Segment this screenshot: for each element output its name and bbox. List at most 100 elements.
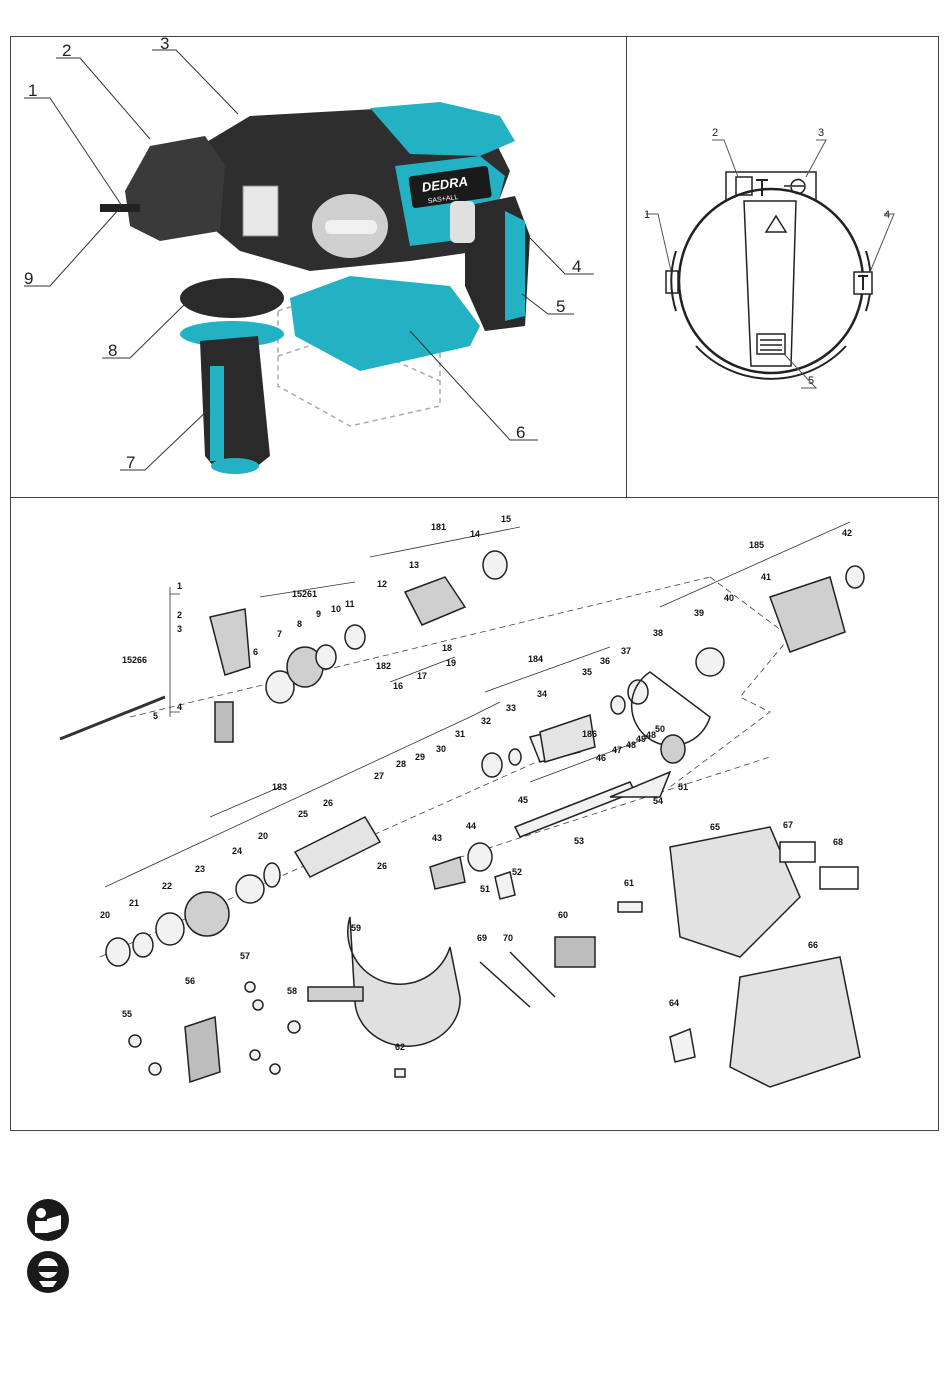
part-number: 18 xyxy=(442,643,452,653)
chuck xyxy=(125,136,225,241)
part-number: 37 xyxy=(621,646,631,656)
part-number: 185 xyxy=(749,540,764,550)
part-number: 50 xyxy=(655,724,665,734)
part-number: 13 xyxy=(409,560,419,570)
part-number: 182 xyxy=(376,661,391,671)
trigger xyxy=(450,201,475,243)
part-number: 186 xyxy=(582,729,597,739)
battery-mount xyxy=(290,276,480,371)
part-number: 26 xyxy=(377,861,387,871)
part-number: 53 xyxy=(574,836,584,846)
part-number: 68 xyxy=(833,837,843,847)
grip-lines-icon xyxy=(757,334,785,354)
part-number: 8 xyxy=(297,619,302,629)
part-number: 184 xyxy=(528,654,543,664)
part-number: 3 xyxy=(177,624,182,634)
part-number: 40 xyxy=(724,593,734,603)
part-number: 64 xyxy=(669,998,679,1008)
part-number: 59 xyxy=(351,923,361,933)
part-number: 6 xyxy=(253,647,258,657)
part-number: 21 xyxy=(129,898,139,908)
part-number: 61 xyxy=(624,878,634,888)
callout-9: 9 xyxy=(24,269,33,288)
callout-4: 4 xyxy=(572,257,581,276)
callout-1: 1 xyxy=(28,81,37,100)
part-number: 20 xyxy=(100,910,110,920)
part-number: 49 xyxy=(636,734,646,744)
part-number: 22 xyxy=(162,881,172,891)
callout-3: 3 xyxy=(160,36,169,53)
selector-callout-5: 5 xyxy=(808,375,814,387)
depth-gauge-clamp xyxy=(243,186,278,236)
part-number: 29 xyxy=(415,752,425,762)
part-number: 58 xyxy=(287,986,297,996)
part-number: 5 xyxy=(153,711,158,721)
callout-6: 6 xyxy=(516,423,525,442)
read-manual-icon xyxy=(27,1199,69,1241)
side-handle-stripe xyxy=(210,366,224,461)
part-number: 11 xyxy=(345,599,355,609)
part-number: 60 xyxy=(558,910,568,920)
knob-grip xyxy=(325,220,377,234)
part-number: 35 xyxy=(582,667,592,677)
side-handle-end xyxy=(211,458,259,474)
selector-callout-3: 3 xyxy=(818,127,824,139)
callout-7: 7 xyxy=(126,453,135,472)
part-number: 47 xyxy=(612,745,622,755)
part-number: 12 xyxy=(377,579,387,589)
handle-accent xyxy=(505,211,525,321)
part-number: 2 xyxy=(177,610,182,620)
part-number: 66 xyxy=(808,940,818,950)
eye-protection-icon xyxy=(27,1251,69,1293)
part-number: 67 xyxy=(783,820,793,830)
part-number: 51 xyxy=(480,884,490,894)
part-number: 27 xyxy=(374,771,384,781)
selector-callout-1: 1 xyxy=(644,209,650,221)
part-number: 19 xyxy=(446,658,456,668)
part-number: 10 xyxy=(331,604,341,614)
part-number: 33 xyxy=(506,703,516,713)
part-number: 55 xyxy=(122,1009,132,1019)
part-number: 56 xyxy=(185,976,195,986)
part-number: 7 xyxy=(277,629,282,639)
part-number: 51 xyxy=(678,782,688,792)
part-number: 24 xyxy=(232,846,242,856)
part-number: 69 xyxy=(477,933,487,943)
side-handle-collar xyxy=(180,278,284,318)
part-number: 65 xyxy=(710,822,720,832)
callout-2: 2 xyxy=(62,41,71,60)
part-number: 14 xyxy=(470,529,480,539)
selector-callout-2: 2 xyxy=(712,127,718,139)
part-number: 181 xyxy=(431,522,446,532)
part-number: 4 xyxy=(177,702,182,712)
part-number: 36 xyxy=(600,656,610,666)
callout-8: 8 xyxy=(108,341,117,360)
part-number: 48 xyxy=(626,740,636,750)
part-number: 26 xyxy=(323,798,333,808)
exploded-parts-diagram: 1 2 3 4 5 15266 6 7 8 9 10 11 15261 12 1… xyxy=(10,497,939,1131)
part-number: 28 xyxy=(396,759,406,769)
part-number: 25 xyxy=(298,809,308,819)
part-number: 46 xyxy=(596,753,606,763)
part-number: 57 xyxy=(240,951,250,961)
part-number: 31 xyxy=(455,729,465,739)
part-number: 16 xyxy=(393,681,403,691)
part-number: 15266 xyxy=(122,655,147,665)
part-number: 183 xyxy=(272,782,287,792)
part-number: 23 xyxy=(195,864,205,874)
part-number: 42 xyxy=(842,528,852,538)
part-number: 9 xyxy=(316,609,321,619)
mode-selector-diagram: 1 2 3 4 5 xyxy=(626,36,939,498)
part-number: 1 xyxy=(177,581,182,591)
part-number: 44 xyxy=(466,821,476,831)
part-number: 15261 xyxy=(292,589,317,599)
part-number: 43 xyxy=(432,833,442,843)
part-number: 54 xyxy=(653,796,663,806)
part-number: 45 xyxy=(518,795,528,805)
callout-5: 5 xyxy=(556,297,565,316)
part-number: 17 xyxy=(417,671,427,681)
selector-callout-4: 4 xyxy=(884,209,890,221)
part-number: 41 xyxy=(761,572,771,582)
part-number: 39 xyxy=(694,608,704,618)
part-number: 62 xyxy=(395,1042,405,1052)
